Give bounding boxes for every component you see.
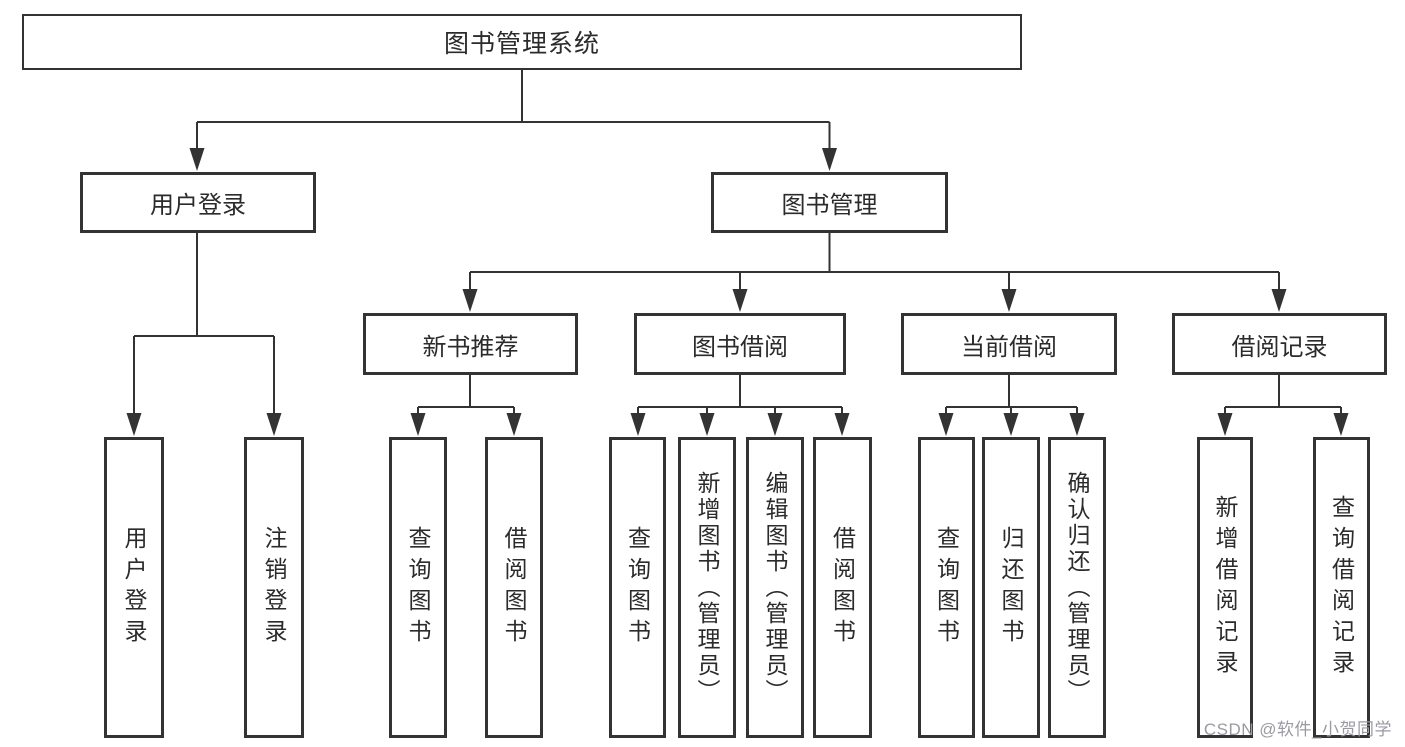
- node-book-management-label: 图书管理: [781, 192, 878, 219]
- arrowhead: [1069, 413, 1085, 436]
- leaf-query-books-1-label: 查询图书: [405, 525, 431, 650]
- node-user-login-label: 用户登录: [150, 192, 246, 219]
- leaf-edit-books-admin-label: 编辑图书（管理员）: [762, 470, 788, 705]
- arrowhead: [1003, 413, 1019, 436]
- arrowhead: [266, 413, 282, 436]
- leaf-logout: 注销登录: [244, 437, 304, 738]
- arrowhead: [462, 289, 478, 312]
- arrowhead: [410, 413, 426, 436]
- arrowhead: [938, 413, 954, 436]
- leaf-confirm-return-admin-label: 确认归还（管理员）: [1064, 470, 1090, 705]
- arrowhead: [1271, 289, 1287, 312]
- node-book-management: 图书管理: [711, 172, 948, 233]
- connector-book-management-to-level2: [462, 233, 1287, 312]
- node-book-borrow-label: 图书借阅: [692, 333, 788, 361]
- node-root-label: 图书管理系统: [443, 30, 600, 58]
- leaf-add-borrow-record: 新增借阅记录: [1197, 437, 1253, 738]
- arrowhead: [630, 413, 646, 436]
- arrowhead: [189, 148, 205, 171]
- node-current-borrow-label: 当前借阅: [961, 333, 1057, 361]
- leaf-query-books-3: 查询图书: [918, 437, 975, 738]
- node-root: 图书管理系统: [22, 14, 1022, 70]
- leaf-borrow-books-1-label: 借阅图书: [501, 525, 527, 650]
- node-new-book-recommend: 新书推荐: [363, 313, 578, 375]
- leaf-borrow-books-2: 借阅图书: [813, 437, 872, 738]
- leaf-query-books-2-label: 查询图书: [624, 525, 651, 650]
- connector-borrow-records-to-leaves: [1217, 375, 1349, 436]
- leaf-borrow-books-1: 借阅图书: [485, 437, 543, 738]
- leaf-add-books-admin-label: 新增图书（管理员）: [694, 470, 720, 705]
- connector-user-login-to-leaves: [126, 233, 282, 436]
- arrowhead: [822, 148, 837, 171]
- node-current-borrow: 当前借阅: [901, 313, 1117, 375]
- arrowhead: [1333, 413, 1349, 436]
- arrowhead: [1001, 289, 1017, 312]
- connector-book-borrow-to-leaves: [630, 375, 850, 436]
- node-book-borrow: 图书借阅: [634, 313, 846, 375]
- csdn-watermark: CSDN @软件_小贺同学: [1203, 720, 1392, 739]
- arrowhead: [506, 413, 522, 436]
- leaf-query-books-2: 查询图书: [609, 437, 666, 738]
- arrowhead: [699, 413, 715, 436]
- leaf-borrow-books-2-label: 借阅图书: [829, 525, 856, 650]
- leaf-add-books-admin: 新增图书（管理员）: [678, 437, 736, 738]
- connector-current-borrow-to-leaves: [938, 375, 1085, 436]
- arrowhead: [732, 289, 748, 312]
- leaf-return-books-label: 归还图书: [998, 525, 1024, 650]
- node-new-book-recommend-label: 新书推荐: [422, 333, 519, 361]
- leaf-logout-label: 注销登录: [261, 525, 287, 650]
- leaf-query-borrow-record: 查询借阅记录: [1313, 437, 1370, 738]
- node-borrow-records: 借阅记录: [1172, 313, 1387, 375]
- leaf-return-books: 归还图书: [982, 437, 1040, 738]
- connector-new-book-recommend-to-leaves: [410, 375, 522, 436]
- leaf-query-books-1: 查询图书: [389, 437, 447, 738]
- leaf-user-login: 用户登录: [104, 437, 164, 738]
- leaf-edit-books-admin: 编辑图书（管理员）: [746, 437, 804, 738]
- node-borrow-records-label: 借阅记录: [1231, 333, 1328, 361]
- arrowhead: [126, 413, 142, 436]
- leaf-confirm-return-admin: 确认归还（管理员）: [1048, 437, 1106, 738]
- leaf-query-borrow-record-label: 查询借阅记录: [1328, 494, 1355, 681]
- connector-root-to-level1: [189, 70, 837, 171]
- leaf-user-login-label: 用户登录: [121, 525, 147, 650]
- leaf-add-borrow-record-label: 新增借阅记录: [1212, 494, 1238, 681]
- arrowhead: [1217, 413, 1233, 436]
- arrowhead: [834, 413, 850, 436]
- arrowhead: [767, 413, 783, 436]
- leaf-query-books-3-label: 查询图书: [933, 525, 960, 650]
- node-user-login: 用户登录: [80, 172, 316, 233]
